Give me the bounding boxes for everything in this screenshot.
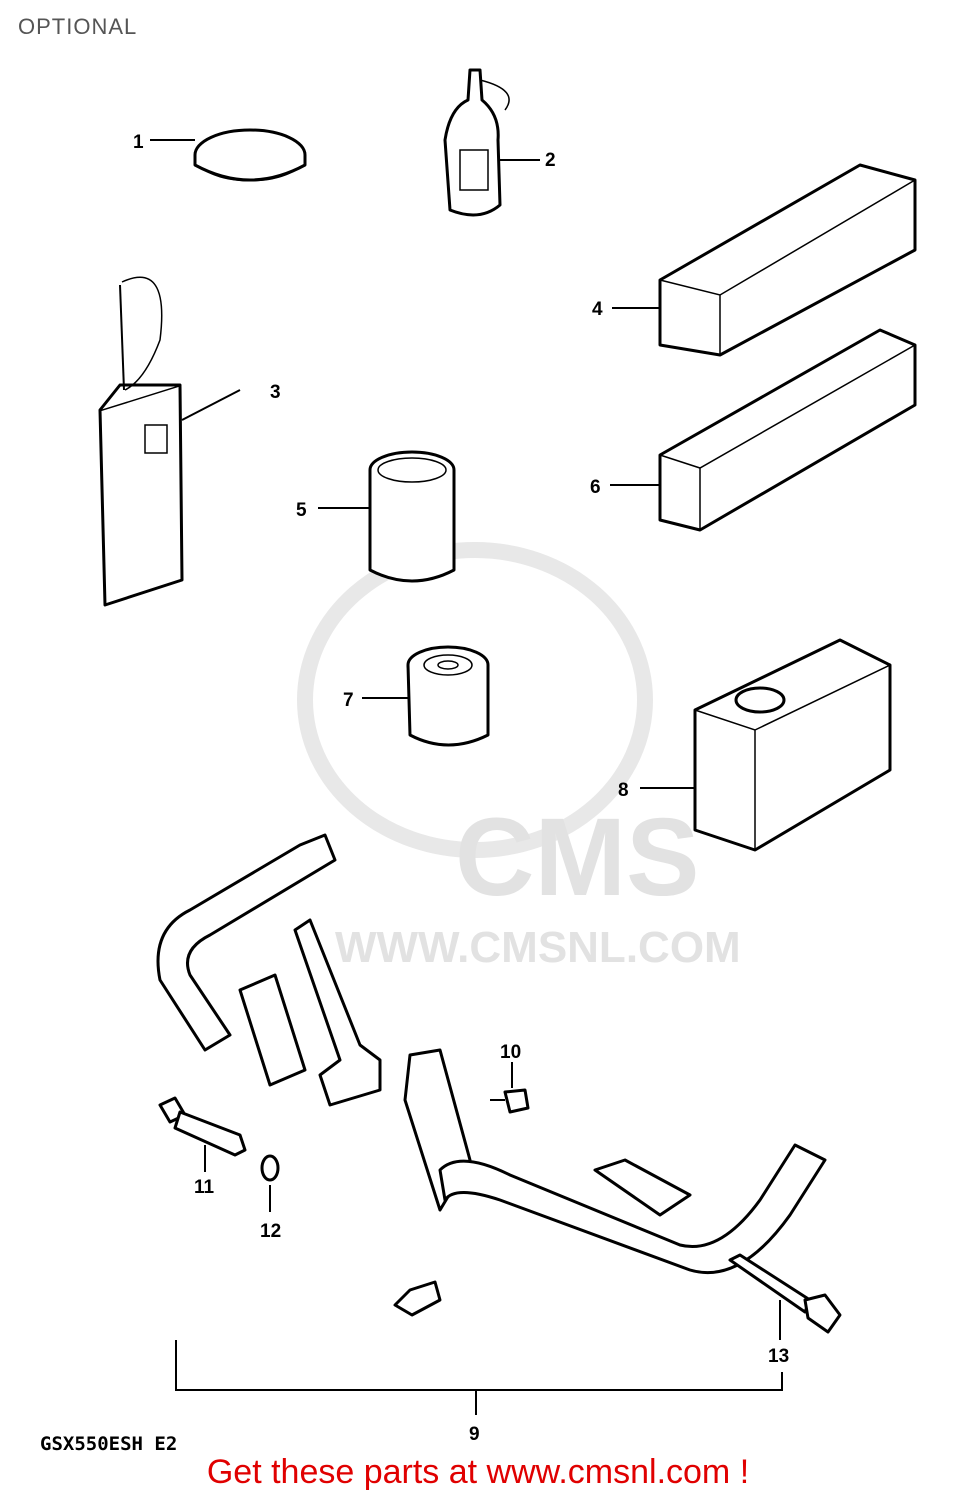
part-12-washer [260,1154,280,1212]
callout-8: 8 [618,780,629,801]
callout-5: 5 [296,500,307,521]
watermark-url: WWW.CMSNL.COM [335,923,741,972]
footer-link-text[interactable]: Get these parts at www.cmsnl.com ! [206,1453,750,1491]
part-3-tall-can [98,276,241,607]
watermark-brand: CMS [455,796,699,919]
front-arrow-icon [393,1280,442,1317]
callout-2: 2 [545,150,556,171]
part-11-bolt [158,1096,247,1172]
callout-10: 10 [500,1042,521,1063]
part-1-cap [150,128,307,182]
part-10-bolt [490,1062,530,1114]
watermark: CMS WWW.CMSNL.COM [297,542,741,972]
callout-13: 13 [768,1346,789,1367]
callout-12: 12 [260,1221,281,1242]
callout-1: 1 [133,132,144,153]
callout-9: 9 [469,1424,480,1445]
assembly-bracket [175,1340,783,1415]
callout-11: 11 [194,1177,215,1198]
part-2-bottle [443,68,540,217]
page-title: OPTIONAL [18,14,138,39]
callout-7: 7 [343,690,354,711]
part-13-bolt [728,1253,842,1340]
model-code: GSX550ESH E2 [40,1433,178,1455]
part-5-can [318,450,456,583]
part-6-box [610,328,917,532]
part-4-box [612,163,917,357]
callout-6: 6 [590,477,601,498]
callout-labels: 1 2 3 4 5 6 7 8 9 10 11 12 13 [133,132,789,1445]
callout-4: 4 [592,299,603,320]
part-9-engine-guard [156,833,827,1275]
callout-3: 3 [270,382,281,403]
part-8-oil-tin [640,638,892,852]
part-7-oil-filter [362,645,490,747]
